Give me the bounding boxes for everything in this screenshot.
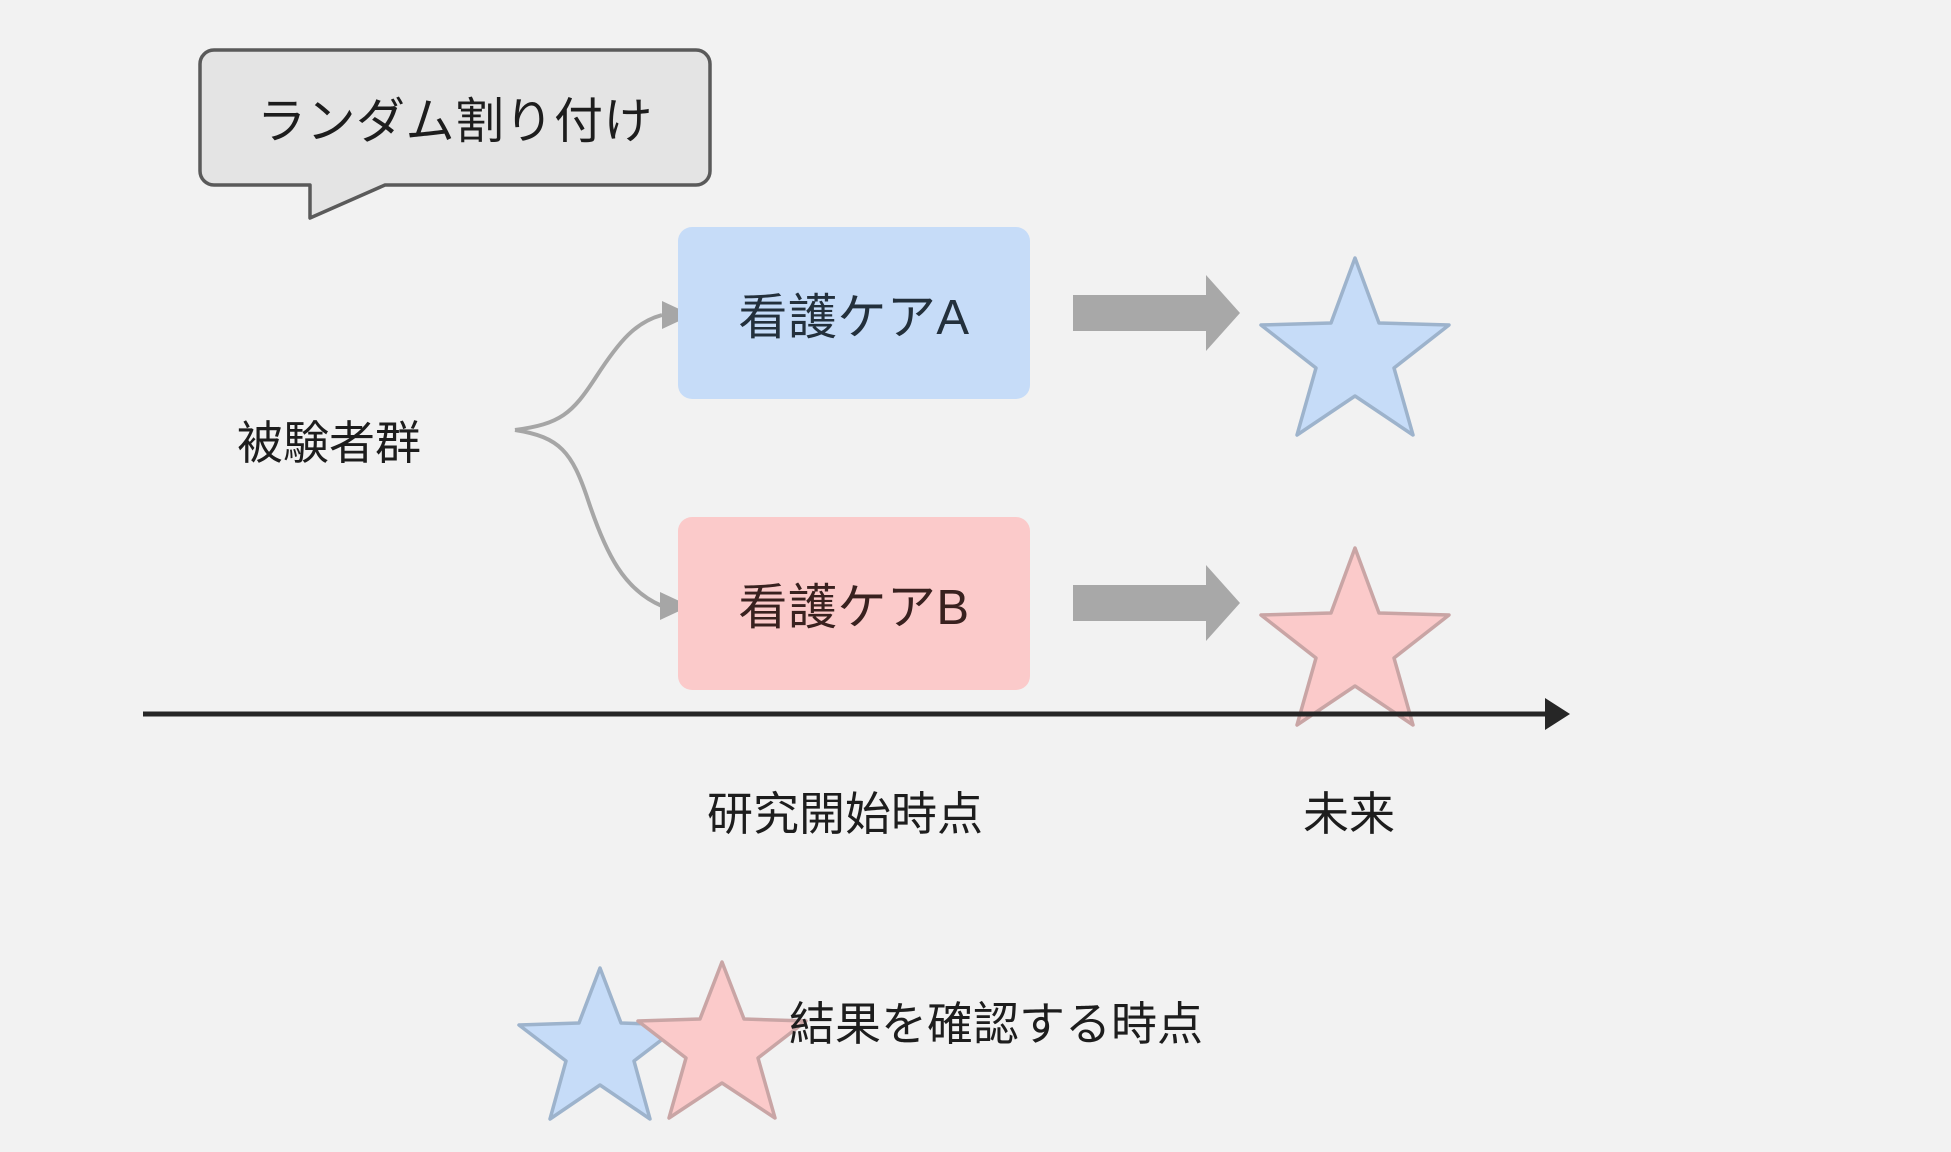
legend-label: 結果を確認する時点 [789,998,1203,1050]
group-box-arm-b: 看護ケアB [678,517,1030,690]
randomization-callout-label: ランダム割り付け [256,95,653,149]
outcome-star-arm-a [1259,256,1451,437]
group-box-arm-a: 看護ケアA [678,227,1030,399]
legend-star-pink [636,960,808,1120]
cohort-label: 被験者群 [237,417,421,469]
timeline-end-label: 未来 [1303,788,1395,840]
outcome-arrow-arm-a [1073,275,1240,351]
outcome-arrow-arm-b [1073,565,1240,641]
group-box-arm-b-label: 看護ケアB [738,581,970,635]
legend-star-blue [517,966,683,1121]
group-box-arm-a-label: 看護ケアA [738,290,970,345]
timeline-start-label: 研究開始時点 [707,788,983,840]
timeline-axis [143,698,1570,730]
outcome-star-arm-b [1259,546,1451,727]
randomization-branch-arrows [514,301,692,620]
